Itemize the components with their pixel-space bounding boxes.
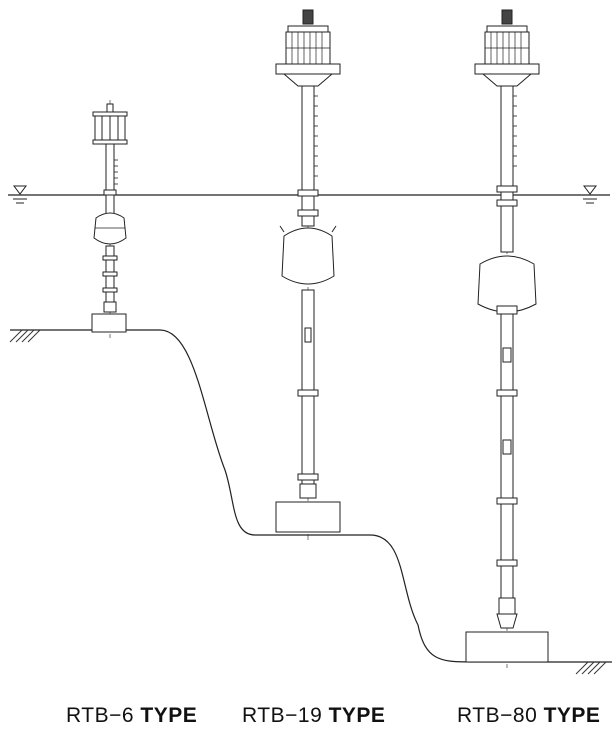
- caption-rtb6: RTB−6 TYPE: [66, 704, 197, 728]
- mast: [105, 143, 115, 215]
- water-level-symbol-right: [583, 185, 597, 204]
- caption-type: TYPE: [328, 704, 386, 727]
- caption-rtb19: RTB−19 TYPE: [242, 704, 385, 728]
- mast: [500, 85, 514, 253]
- float: [93, 212, 127, 245]
- float: [477, 255, 537, 313]
- anchor-block: [91, 313, 127, 333]
- caption-rtb80: RTB−80 TYPE: [457, 704, 600, 728]
- seabed-hatch-left: [9, 329, 41, 343]
- anchor-block: [465, 631, 549, 663]
- caption-type: TYPE: [543, 704, 601, 727]
- caption-type: TYPE: [140, 704, 198, 727]
- water-level-symbol-left: [13, 185, 27, 204]
- caption-model: RTB−6: [66, 704, 135, 727]
- buoy-rtb80: [465, 9, 549, 668]
- float: [281, 227, 335, 285]
- seabed-profile: [10, 329, 612, 663]
- anchor-block: [275, 501, 341, 533]
- caption-model: RTB−19: [242, 704, 323, 727]
- seabed-hatch-right: [575, 661, 607, 675]
- buoy-rtb19: [275, 9, 341, 540]
- caption-model: RTB−80: [457, 704, 538, 727]
- buoy-rtb6: [91, 100, 128, 338]
- mast: [301, 85, 315, 227]
